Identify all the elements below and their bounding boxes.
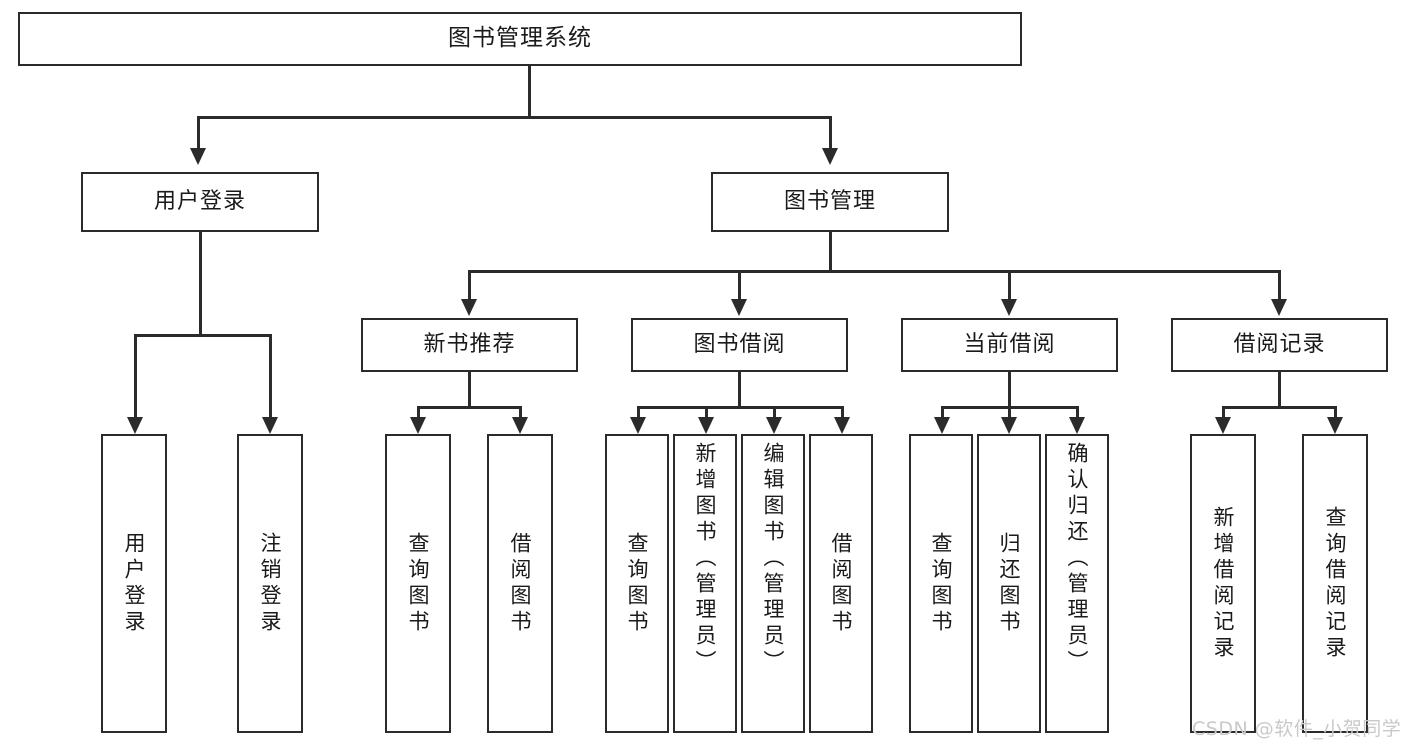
connector-book-borrow-bus (637, 406, 842, 409)
arrow-leaf-borrow-book-2 (834, 417, 850, 434)
node-label: 图书管理系统 (448, 25, 592, 52)
leaf-query-book-borrow[interactable]: 查询图书 (605, 434, 669, 733)
arrow-leaf-confirm-return (1069, 417, 1085, 434)
leaf-label: 查询借阅记录 (1323, 505, 1348, 662)
arrow-leaf-query-book-2 (630, 417, 646, 434)
connector-bb-l1 (637, 406, 640, 419)
arrow-to-user-login (190, 148, 206, 165)
connector-to-borrow-record (1278, 270, 1281, 300)
node-label: 当前借阅 (963, 331, 1056, 357)
connector-br-l1 (1222, 406, 1225, 419)
connector-user-login-bus (134, 334, 271, 337)
connector-user-login-stem (199, 232, 202, 336)
leaf-label: 借阅图书 (508, 531, 533, 636)
node-label: 用户登录 (153, 188, 246, 214)
leaf-label: 查询图书 (625, 531, 650, 636)
leaf-label: 新增图书（管理员） (693, 442, 718, 676)
connector-level1-bus (197, 116, 831, 119)
leaf-label: 新增借阅记录 (1211, 505, 1236, 662)
connector-bb-l2 (705, 406, 708, 419)
node-current-borrow[interactable]: 当前借阅 (901, 318, 1118, 372)
csdn-watermark: CSDN @软件_小贺同学 (1192, 718, 1402, 740)
node-book-borrow[interactable]: 图书借阅 (631, 318, 848, 372)
connector-user-login-right (269, 334, 272, 418)
connector-to-book-borrow (738, 270, 741, 300)
connector-to-book-management (829, 116, 832, 149)
node-new-book-recommend[interactable]: 新书推荐 (361, 318, 578, 372)
leaf-borrow-book-new-recommend[interactable]: 借阅图书 (487, 434, 553, 733)
connector-new-book-l1 (417, 406, 420, 419)
arrow-leaf-logout-login (262, 417, 278, 434)
leaf-confirm-return-admin[interactable]: 确认归还（管理员） (1045, 434, 1109, 733)
connector-new-book-l2 (519, 406, 522, 419)
leaf-logout-login[interactable]: 注销登录 (237, 434, 303, 733)
node-label: 借阅记录 (1233, 331, 1326, 357)
arrow-leaf-return-book (1001, 417, 1017, 434)
connector-cb-l2 (1008, 406, 1011, 419)
arrow-to-borrow-record (1271, 299, 1287, 316)
connector-to-new-book-recommend (468, 270, 471, 300)
arrow-leaf-query-book-1 (410, 417, 426, 434)
leaf-add-borrow-record[interactable]: 新增借阅记录 (1190, 434, 1256, 733)
connector-new-book-stem (468, 372, 471, 408)
node-label: 图书借阅 (693, 331, 786, 357)
connector-cb-l3 (1076, 406, 1079, 419)
connector-cb-l1 (941, 406, 944, 419)
node-borrow-record[interactable]: 借阅记录 (1171, 318, 1388, 372)
leaf-query-book-new-recommend[interactable]: 查询图书 (385, 434, 451, 733)
leaf-edit-book-admin[interactable]: 编辑图书（管理员） (741, 434, 805, 733)
connector-borrow-record-stem (1278, 372, 1281, 408)
connector-root-stem (528, 66, 531, 117)
connector-bb-l4 (841, 406, 844, 419)
arrow-leaf-borrow-book-1 (512, 417, 528, 434)
connector-current-borrow-stem (1008, 372, 1011, 408)
connector-br-l2 (1334, 406, 1337, 419)
leaf-label: 用户登录 (122, 531, 147, 636)
arrow-leaf-user-login (127, 417, 143, 434)
leaf-return-book[interactable]: 归还图书 (977, 434, 1041, 733)
arrow-to-book-borrow (731, 299, 747, 316)
arrow-to-book-management (822, 148, 838, 165)
arrow-leaf-add-book (698, 417, 714, 434)
leaf-query-book-current[interactable]: 查询图书 (909, 434, 973, 733)
arrow-leaf-edit-book (766, 417, 782, 434)
leaf-label: 注销登录 (258, 531, 283, 636)
connector-bb-l3 (773, 406, 776, 419)
node-label: 新书推荐 (423, 331, 516, 357)
connector-borrow-record-bus (1222, 406, 1336, 409)
connector-to-current-borrow (1008, 270, 1011, 300)
node-label: 图书管理 (783, 188, 876, 214)
leaf-label: 借阅图书 (829, 531, 854, 636)
arrow-leaf-query-record (1327, 417, 1343, 434)
leaf-label: 查询图书 (929, 531, 954, 636)
connector-book-management-stem (829, 232, 832, 272)
connector-new-book-bus (417, 406, 521, 409)
arrow-to-current-borrow (1001, 299, 1017, 316)
leaf-query-borrow-record[interactable]: 查询借阅记录 (1302, 434, 1368, 733)
leaf-label: 查询图书 (406, 531, 431, 636)
connector-user-login-left (134, 334, 137, 418)
node-user-login[interactable]: 用户登录 (81, 172, 319, 232)
connector-level3-bus (468, 270, 1280, 273)
arrow-leaf-query-book-3 (934, 417, 950, 434)
leaf-label: 归还图书 (997, 531, 1022, 636)
leaf-user-login[interactable]: 用户登录 (101, 434, 167, 733)
leaf-label: 编辑图书（管理员） (761, 442, 786, 676)
arrow-to-new-book-recommend (461, 299, 477, 316)
leaf-borrow-book-borrow[interactable]: 借阅图书 (809, 434, 873, 733)
node-root-book-management-system[interactable]: 图书管理系统 (18, 12, 1022, 66)
leaf-label: 确认归还（管理员） (1065, 442, 1090, 676)
connector-to-user-login (197, 116, 200, 149)
leaf-add-book-admin[interactable]: 新增图书（管理员） (673, 434, 737, 733)
node-book-management[interactable]: 图书管理 (711, 172, 949, 232)
connector-book-borrow-stem (738, 372, 741, 408)
arrow-leaf-add-record (1215, 417, 1231, 434)
